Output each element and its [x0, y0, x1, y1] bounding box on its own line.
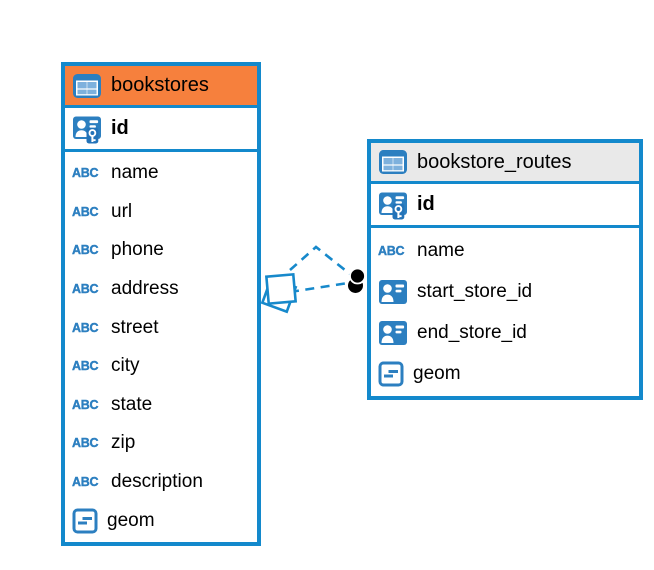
column-name: city [111, 355, 140, 377]
column-row[interactable]: ABC state [65, 386, 257, 425]
column-row-pk[interactable]: id [371, 184, 639, 228]
entity-bookstore-routes[interactable]: bookstore_routes id ABC name [367, 139, 643, 400]
column-row-pk[interactable]: id [65, 108, 257, 152]
foreign-key-icon [379, 320, 407, 345]
column-row[interactable]: ABC address [65, 270, 257, 309]
text-type-icon: ABC [72, 436, 99, 451]
relation-diamond-marker [260, 272, 298, 314]
column-list: ABC name start_store_id [371, 228, 639, 396]
text-type-icon: ABC [72, 320, 99, 335]
table-header-bookstores[interactable]: bookstores [65, 66, 257, 108]
column-name: name [417, 239, 465, 261]
column-name: start_store_id [417, 280, 533, 302]
column-name: phone [111, 239, 164, 261]
column-row[interactable]: ABC phone [65, 231, 257, 270]
column-row[interactable]: geom [371, 353, 639, 394]
table-header-bookstore-routes[interactable]: bookstore_routes [371, 143, 639, 184]
column-row[interactable]: ABC name [65, 154, 257, 193]
column-row[interactable]: end_store_id [371, 312, 639, 353]
column-row[interactable]: start_store_id [371, 271, 639, 312]
column-name: id [111, 117, 129, 139]
relation-line-upper [289, 245, 351, 276]
column-name: zip [111, 432, 136, 454]
text-type-icon: ABC [72, 204, 99, 219]
table-title: bookstores [111, 74, 209, 96]
column-name: url [111, 200, 133, 222]
column-name: address [111, 278, 179, 300]
column-name: street [111, 316, 159, 338]
column-row[interactable]: ABC zip [65, 424, 257, 463]
column-row[interactable]: ABC url [65, 193, 257, 232]
column-name: description [111, 471, 203, 493]
column-row[interactable]: ABC city [65, 347, 257, 386]
column-name: name [111, 162, 159, 184]
relation-dot-marker [348, 267, 366, 293]
column-name: geom [107, 509, 155, 531]
geometry-type-icon [72, 508, 98, 534]
text-type-icon: ABC [72, 397, 99, 412]
text-type-icon: ABC [72, 475, 99, 490]
column-row[interactable]: ABC street [65, 308, 257, 347]
relation-line-lower [289, 281, 349, 294]
table-icon [73, 73, 101, 98]
text-type-icon: ABC [72, 166, 99, 181]
text-type-icon: ABC [72, 282, 99, 297]
primary-key-icon [73, 116, 101, 143]
geometry-type-icon [378, 361, 404, 386]
column-name: geom [413, 362, 461, 384]
foreign-key-icon [379, 279, 407, 304]
column-name: state [111, 393, 153, 415]
column-row[interactable]: ABC description [65, 463, 257, 502]
table-title: bookstore_routes [417, 150, 572, 173]
column-row[interactable]: ABC name [371, 230, 639, 271]
primary-key-icon [379, 192, 407, 219]
text-type-icon: ABC [72, 243, 99, 258]
entity-bookstores[interactable]: bookstores id ABC name ABC [61, 62, 261, 546]
column-name: id [417, 193, 435, 215]
text-type-icon: ABC [72, 359, 99, 374]
table-icon [379, 150, 407, 174]
column-name: end_store_id [417, 321, 527, 343]
column-row[interactable]: geom [65, 501, 257, 540]
text-type-icon: ABC [378, 243, 405, 258]
column-list: ABC name ABC url ABC phone ABC address A… [65, 152, 257, 542]
